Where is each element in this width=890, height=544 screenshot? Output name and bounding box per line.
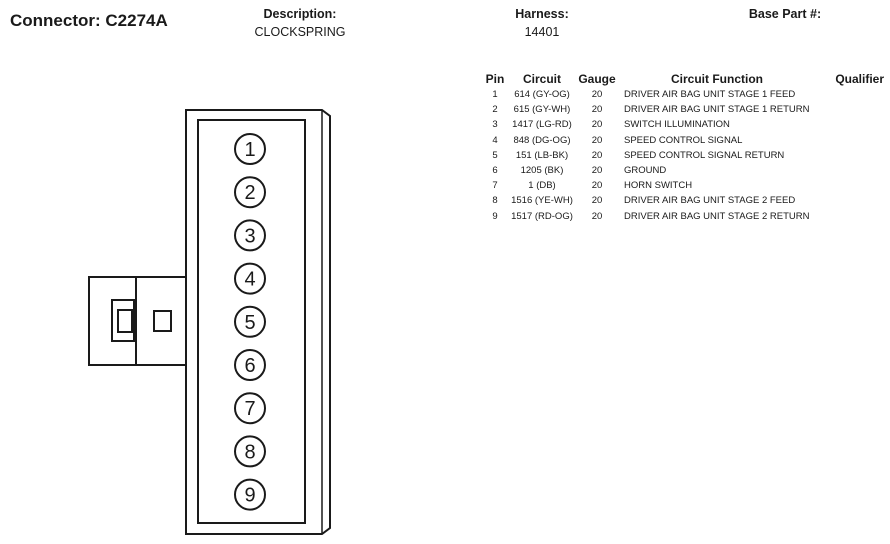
cell-circuit: 1417 (LG-RD): [512, 119, 572, 131]
description-value: CLOCKSPRING: [254, 25, 346, 39]
cell-circuit: 1 (DB): [528, 180, 556, 192]
header-pin: Pin: [485, 72, 505, 86]
pin-cavity-circle: [234, 133, 266, 165]
cell-pin: 7: [492, 180, 498, 192]
pin-cavity-circle: [234, 305, 266, 338]
pin-cavity-circle: [234, 262, 266, 295]
cell-gauge: 20: [591, 119, 603, 131]
cell-circuit: 1205 (BK): [520, 165, 564, 177]
cell-qualifier: [814, 178, 884, 193]
pin-number-label: 7: [244, 398, 255, 420]
pinout-header-row: Pin Circuit Gauge Circuit Function Quali…: [480, 72, 884, 87]
cell-circuit: 614 (GY-OG): [514, 89, 570, 101]
cell-circuit-function: DRIVER AIR BAG UNIT STAGE 2 FEED: [624, 195, 796, 207]
pin-cavity-circle: [234, 349, 266, 381]
table-row: 6 1205 (BK) 20 GROUND: [480, 163, 884, 178]
header-qualifier: Qualifier: [835, 72, 884, 86]
latch-tab: [111, 299, 135, 342]
header-circuit: Circuit: [522, 72, 561, 86]
latch-housing: [88, 276, 188, 366]
cell-circuit: 615 (GY-WH): [513, 104, 571, 116]
base-part-label: Base Part #:: [748, 7, 822, 21]
cell-circuit-function: HORN SWITCH: [624, 180, 693, 192]
cell-circuit-function: GROUND: [624, 165, 667, 177]
pin-cavities: 1 2 3 4 5 6 7 8 9: [234, 133, 266, 511]
table-row: 7 1 (DB) 20 HORN SWITCH: [480, 178, 884, 193]
table-row: 1 614 (GY-OG) 20 DRIVER AIR BAG UNIT STAGE …: [480, 87, 884, 102]
header-gauge: Gauge: [578, 72, 616, 86]
table-row: 3 1417 (LG-RD) 20 SWITCH ILLUMINATION: [480, 117, 884, 132]
cell-gauge: 20: [591, 165, 603, 177]
cell-gauge: 20: [591, 134, 603, 146]
header-circuit-function: Circuit Function: [671, 72, 763, 86]
cell-gauge: 20: [591, 104, 603, 116]
cell-circuit-function: SPEED CONTROL SIGNAL: [624, 134, 743, 146]
cell-pin: 8: [492, 195, 498, 207]
cell-qualifier: [814, 102, 884, 117]
pin-cavity-frame: [197, 119, 306, 524]
cell-circuit: 151 (LB-BK): [515, 149, 569, 161]
cell-gauge: 20: [591, 89, 603, 101]
harness-value: 14401: [524, 25, 560, 39]
cell-qualifier: [814, 87, 884, 102]
cell-circuit-function: SPEED CONTROL SIGNAL RETURN: [624, 149, 785, 161]
cell-circuit-function: DRIVER AIR BAG UNIT STAGE 2 RETURN: [624, 210, 810, 222]
cell-pin: 6: [492, 165, 498, 177]
pin-cavity-circle: [234, 392, 266, 425]
harness-label: Harness:: [515, 7, 569, 21]
cell-gauge: 20: [591, 180, 603, 192]
cell-qualifier: [814, 117, 884, 132]
table-row: 4 848 (DG-OG) 20 SPEED CONTROL SIGNAL: [480, 133, 884, 148]
pin-cavity-circle: [234, 435, 266, 468]
cell-qualifier: [814, 209, 884, 224]
cell-pin: 3: [492, 119, 498, 131]
pin-cavity-circle: [234, 219, 266, 252]
cell-circuit: 1517 (RD-OG): [511, 210, 573, 222]
cell-circuit: 848 (DG-OG): [513, 134, 571, 146]
connector-title: Connector: C2274A: [10, 11, 168, 30]
pin-number-label: 9: [244, 485, 255, 507]
pin-number-label: 4: [244, 269, 255, 291]
pin-number-label: 3: [244, 225, 255, 247]
cell-gauge: 20: [591, 195, 603, 207]
cell-circuit-function: DRIVER AIR BAG UNIT STAGE 1 RETURN: [624, 104, 810, 116]
cell-qualifier: [814, 193, 884, 208]
table-row: 5 151 (LB-BK) 20 SPEED CONTROL SIGNAL RETUR…: [480, 148, 884, 163]
table-row: 8 1516 (YE-WH) 20 DRIVER AIR BAG UNIT STAGE…: [480, 193, 884, 208]
cell-qualifier: [814, 148, 884, 163]
cell-qualifier: [814, 133, 884, 148]
cell-pin: 2: [492, 104, 498, 116]
pin-number-label: 1: [244, 139, 255, 161]
cell-pin: 5: [492, 149, 498, 161]
pin-number-label: 2: [244, 182, 255, 204]
pin-cavity-circle: [234, 176, 266, 209]
cell-circuit-function: SWITCH ILLUMINATION: [624, 119, 730, 131]
cell-pin: 1: [492, 89, 498, 101]
cell-circuit-function: DRIVER AIR BAG UNIT STAGE 1 FEED: [624, 89, 796, 101]
pinout-table: Pin Circuit Gauge Circuit Function Quali…: [480, 72, 884, 224]
cell-circuit: 1516 (YE-WH): [511, 195, 573, 207]
pin-cavity-circle: [234, 478, 266, 511]
table-row: 2 615 (GY-WH) 20 DRIVER AIR BAG UNIT STAGE …: [480, 102, 884, 117]
pin-number-label: 5: [244, 312, 255, 334]
cell-qualifier: [814, 163, 884, 178]
latch-window: [153, 310, 172, 332]
pin-number-label: 8: [244, 441, 255, 463]
cell-pin: 9: [492, 210, 498, 222]
cell-pin: 4: [492, 134, 498, 146]
cell-gauge: 20: [591, 149, 603, 161]
table-row: 9 1517 (RD-OG) 20 DRIVER AIR BAG UNIT STAGE…: [480, 209, 884, 224]
description-label: Description:: [263, 7, 337, 21]
pin-number-label: 6: [244, 355, 255, 377]
latch-tab-inner: [117, 309, 133, 333]
cell-gauge: 20: [591, 210, 603, 222]
